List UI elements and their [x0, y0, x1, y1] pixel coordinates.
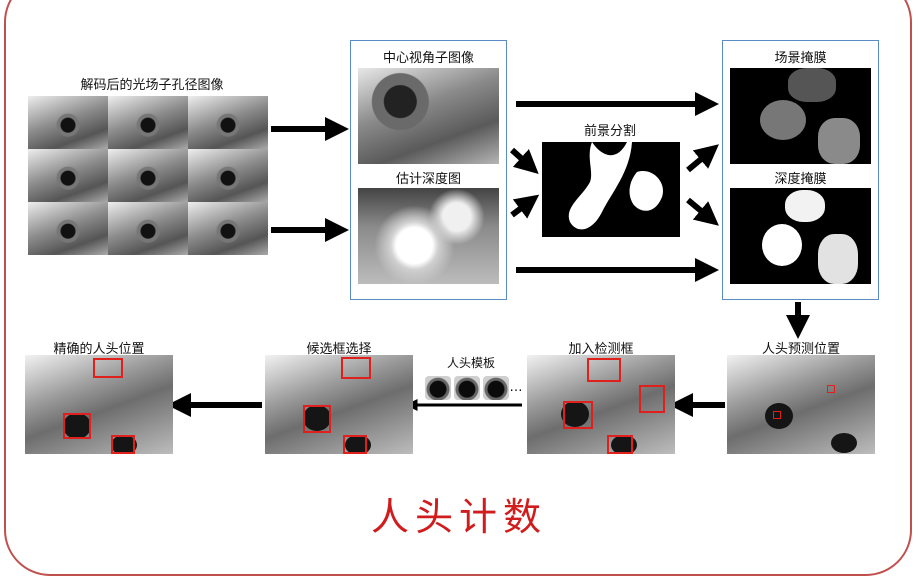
center-view-image	[358, 68, 499, 164]
head-template-1	[425, 376, 451, 400]
depth-estimate-image	[358, 188, 499, 284]
panel-masks	[722, 40, 879, 300]
label-decoded: 解码后的光场子孔径图像	[80, 78, 224, 93]
lightfield-grid-image	[28, 96, 268, 255]
panel-center-depth	[350, 40, 507, 300]
arrow-center-to-fg	[509, 147, 539, 175]
arrows-layer	[167, 92, 810, 417]
label-fg-seg: 前景分割	[583, 124, 636, 139]
arrow-fg-to-depthmask	[686, 197, 719, 226]
label-depth-mask: 深度掩膜	[774, 172, 827, 187]
label-center-view: 中心视角子图像	[382, 51, 474, 66]
add-box-image	[527, 355, 675, 454]
label-candidate: 候选框选择	[306, 342, 372, 357]
template-ellipsis: …	[509, 380, 523, 395]
foreground-segmentation-image	[542, 142, 680, 237]
label-depth-est: 估计深度图	[395, 172, 461, 187]
depth-mask-image	[730, 188, 871, 284]
label-scene-mask: 场景掩膜	[774, 51, 827, 66]
precise-position-image	[25, 355, 173, 454]
scene-mask-image	[730, 68, 871, 164]
label-add-box: 加入检测框	[568, 342, 634, 357]
page-title: 人头计数	[370, 495, 547, 539]
head-template-3	[483, 376, 509, 400]
fg-mask-shapes	[568, 142, 663, 230]
label-head-pred: 人头预测位置	[761, 342, 840, 357]
head-template-2	[454, 376, 480, 400]
arrow-depth-to-fg	[510, 194, 540, 219]
label-head-template: 人头模板	[446, 356, 495, 370]
head-prediction-image	[727, 355, 875, 454]
arrow-fg-to-scene	[686, 144, 719, 173]
label-precise: 精确的人头位置	[53, 342, 145, 357]
candidate-selection-image	[265, 355, 413, 454]
